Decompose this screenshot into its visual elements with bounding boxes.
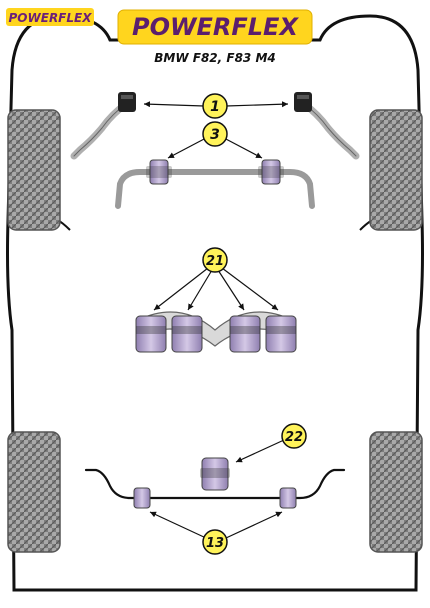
leader-3-right [223,137,263,159]
leader-21-b [187,269,213,311]
rear-arb-bushing-left [133,487,151,509]
vehicle-title: BMW F82, F83 M4 [154,51,276,65]
leader-21-c [217,269,245,311]
subframe-bushing-4 [265,315,297,353]
leader-22 [235,439,285,463]
subframe-bushing-1 [135,315,167,353]
callout-21-number: 21 [206,254,224,269]
main-logo-text: POWERFLEX [132,13,299,41]
callout-21[interactable]: 21 [202,247,228,273]
callout-13-number: 13 [206,536,224,551]
callout-1-number: 1 [210,99,220,115]
front-left-strut-arm [70,100,130,160]
subframe-bushing-3 [229,315,261,353]
front-right-top-mount-bushing [294,92,312,112]
callout-22[interactable]: 22 [281,423,307,449]
front-arb-bushing-left [146,159,172,185]
tyre-front-right [369,109,423,231]
leader-21-d [221,267,279,311]
callout-3[interactable]: 3 [202,121,228,147]
tyre-front-left [7,109,61,231]
subframe-bushing-2 [171,315,203,353]
callout-22-number: 22 [285,430,303,445]
main-logo: POWERFLEX [117,9,313,45]
rear-arb-bushing-right [279,487,297,509]
leader-lines [143,101,289,539]
callout-13[interactable]: 13 [202,529,228,555]
front-left-top-mount-bushing [118,92,136,112]
small-logo: POWERFLEX [6,8,94,26]
leader-13-left [149,511,207,539]
leader-1-left [143,101,205,108]
small-logo-text: POWERFLEX [9,11,93,25]
callout-3-number: 3 [210,127,220,143]
rear-anti-roll-bar [84,468,346,500]
front-arb-bushing-right [258,159,284,185]
tyre-rear-left [7,431,61,553]
front-right-strut-arm [300,100,360,160]
callout-1[interactable]: 1 [202,93,228,119]
leader-21-a [153,267,209,311]
tyre-rear-right [369,431,423,553]
leader-1-right [225,101,289,108]
front-anti-roll-bar [115,169,315,209]
leader-3-left [167,137,207,159]
leader-13-right [225,511,283,539]
rear-diff-mount-bushing [200,457,230,491]
